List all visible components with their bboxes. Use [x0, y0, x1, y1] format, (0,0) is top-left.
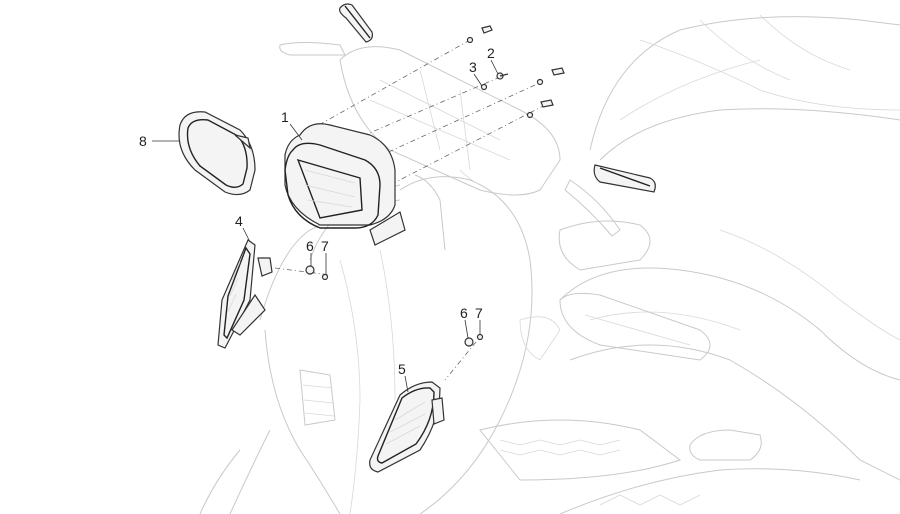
callout-6-upper: 6	[306, 238, 314, 254]
screw-hardware	[305, 25, 565, 347]
callout-2: 2	[487, 45, 495, 61]
right-grip	[593, 164, 656, 193]
callout-3: 3	[469, 59, 477, 75]
leader-lines	[152, 59, 499, 393]
scooter-body-outline	[199, 14, 900, 514]
callout-7-upper: 7	[321, 238, 329, 254]
part-8-bezel-frame	[178, 111, 256, 196]
part-1-instrument-cluster	[284, 123, 406, 246]
callouts: 1 2 3 4 5 6 7 6 7 8	[139, 45, 495, 377]
callout-8: 8	[139, 133, 147, 149]
callout-5: 5	[398, 361, 406, 377]
left-grip	[339, 3, 373, 43]
callout-7-lower: 7	[475, 305, 483, 321]
part-4-indicator-panel	[217, 239, 273, 349]
part-5-indicator-panel	[369, 381, 445, 473]
callout-1: 1	[281, 109, 289, 125]
callout-4: 4	[235, 213, 243, 229]
callout-6-lower: 6	[460, 305, 468, 321]
